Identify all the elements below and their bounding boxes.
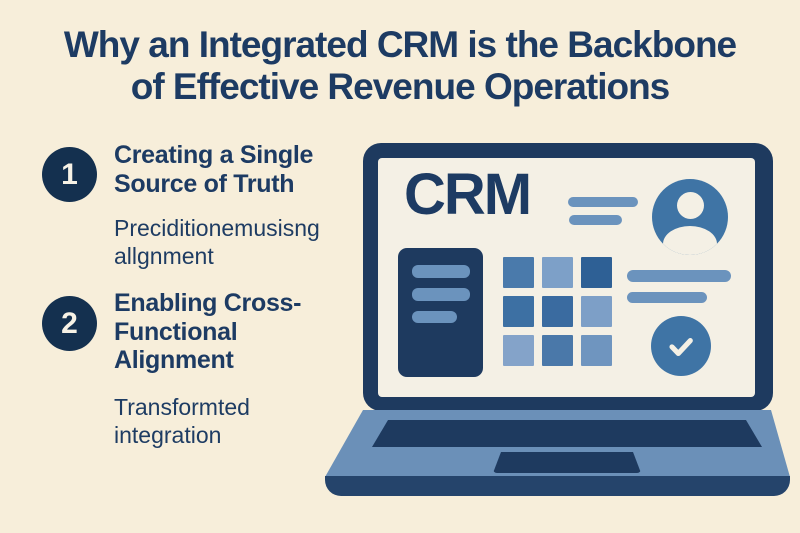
sidebar-menu-bar — [412, 288, 470, 301]
item-1-heading: Creating a Single Source of Truth — [114, 141, 314, 198]
checkmark-glyph — [669, 338, 693, 357]
dashboard-tile-grid — [503, 257, 612, 366]
laptop-base-bottom-edge — [325, 476, 790, 496]
avatar-shoulders-shape — [663, 226, 717, 255]
header-text-bar — [568, 197, 638, 207]
avatar-head-shape — [677, 192, 704, 219]
page-title-line1: Why an Integrated CRM is the Backbone — [63, 24, 737, 65]
item-2-heading: Enabling Cross-Functional Alignment — [114, 289, 302, 374]
grid-tile — [542, 257, 573, 288]
laptop-screen: CRM — [378, 158, 755, 397]
grid-tile — [503, 335, 534, 366]
content-text-bar — [627, 292, 707, 303]
grid-tile — [503, 257, 534, 288]
sidebar-menu-bar — [412, 265, 470, 278]
grid-tile — [542, 296, 573, 327]
grid-tile — [542, 335, 573, 366]
grid-tile — [503, 296, 534, 327]
grid-tile — [581, 296, 612, 327]
user-avatar-icon — [652, 179, 728, 255]
laptop-trackpad — [493, 452, 641, 473]
item-1-number: 1 — [61, 157, 78, 191]
dashboard-sidebar — [398, 248, 483, 377]
header-text-bar — [569, 215, 622, 225]
laptop-keyboard — [372, 420, 762, 447]
item-2-number-badge: 2 — [42, 296, 97, 351]
content-text-bar — [627, 270, 731, 282]
item-2-number: 2 — [61, 306, 78, 340]
checkmark-icon — [651, 316, 711, 376]
page-title-line2: of Effective Revenue Operations — [130, 66, 671, 108]
item-2-subtext: Transformted integration — [114, 394, 250, 449]
item-1-number-badge: 1 — [42, 147, 97, 202]
item-1-subtext: Preciditionemusisng allgnment — [114, 215, 320, 270]
crm-screen-label: CRM — [404, 162, 532, 227]
page-title: Why an Integrated CRM is the Backbone of… — [0, 24, 800, 108]
sidebar-menu-bar — [412, 311, 457, 323]
grid-tile — [581, 335, 612, 366]
grid-tile — [581, 257, 612, 288]
